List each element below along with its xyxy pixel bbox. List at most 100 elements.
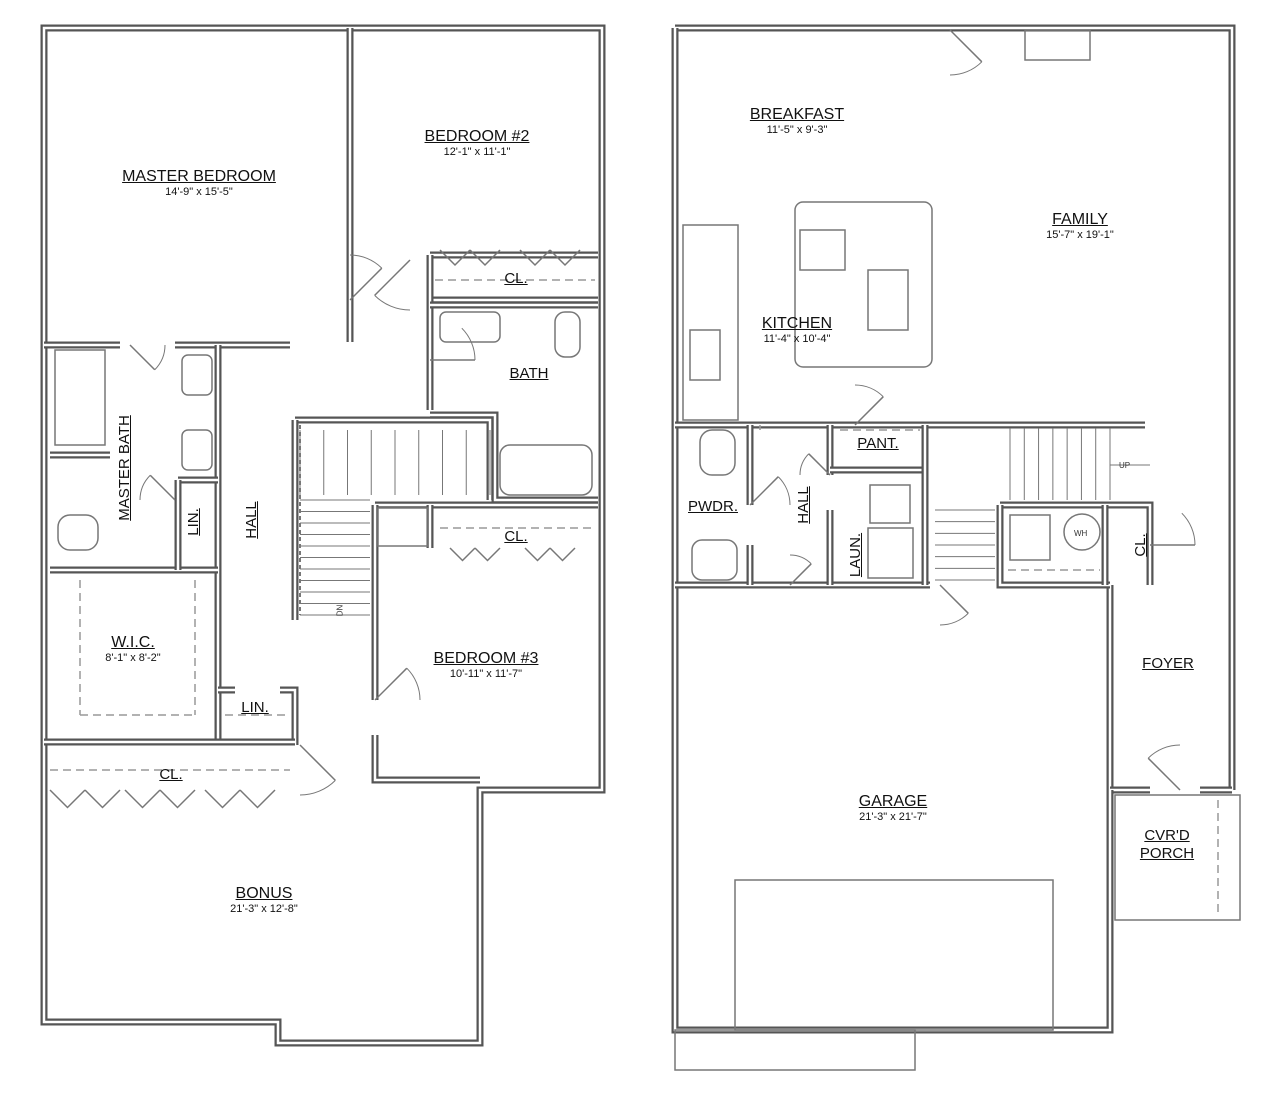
- storage-icon: [377, 507, 429, 547]
- kitchen-island: [794, 201, 933, 368]
- room-name: KITCHEN: [761, 315, 833, 332]
- room-name: MASTER BATH: [116, 415, 133, 521]
- wall-core: [430, 413, 598, 502]
- room-hall-upper: HALL: [243, 501, 261, 539]
- wall-core: [675, 26, 1234, 790]
- porch-outline: [1114, 794, 1241, 921]
- room-name: HALL: [795, 486, 812, 524]
- washer-icon: [869, 484, 911, 524]
- door-swing: [789, 554, 812, 565]
- room-foyer: FOYER: [1142, 655, 1194, 673]
- garage-door-outline: [734, 879, 1054, 1031]
- room-name: PWDR.: [688, 498, 738, 515]
- shower-icon: [54, 349, 106, 446]
- door-laundry: [808, 453, 831, 476]
- range-icon: [689, 329, 721, 381]
- room-name: FOYER: [1142, 655, 1194, 672]
- room-name: PANT.: [857, 435, 899, 452]
- wall: [1000, 501, 1154, 585]
- stair-down-label: DN: [335, 604, 345, 617]
- room-dimensions: 8'-1" x 8'-2": [105, 652, 161, 664]
- door-swing: [949, 61, 983, 76]
- room-name: CL.: [1132, 533, 1149, 557]
- door-breakfast: [949, 29, 983, 63]
- room-linen-hall: LIN.: [241, 699, 269, 717]
- door-swing: [374, 295, 411, 311]
- door-swing: [406, 667, 421, 701]
- toilet-icon: [57, 514, 99, 551]
- wall-core: [280, 688, 297, 745]
- wall-core: [373, 735, 480, 782]
- room-bath: BATH: [510, 365, 549, 383]
- water-heater-icon: [1063, 513, 1101, 551]
- room-closet-bed3: CL.: [504, 528, 527, 546]
- room-wic: W.I.C.8'-1" x 8'-2": [105, 634, 160, 664]
- door-linen: [299, 744, 336, 781]
- door-swing: [799, 453, 810, 476]
- fireplace-icon: [1024, 29, 1091, 61]
- door-bed2: [374, 259, 411, 296]
- door-pantry: [854, 396, 884, 426]
- room-dimensions: 21'-3" x 12'-8": [230, 903, 298, 915]
- room-dimensions: 12'-1" x 11'-1": [443, 146, 511, 158]
- door-swing: [299, 780, 336, 796]
- door-lin-master: [149, 474, 176, 501]
- bifold-door: [439, 249, 501, 267]
- room-powder: PWDR.: [688, 498, 738, 516]
- room-dimensions: 11'-4" x 10'-4": [763, 333, 831, 345]
- room-name: CL.: [159, 766, 183, 783]
- toilet-icon: [554, 311, 581, 358]
- door-swing: [461, 327, 476, 361]
- room-name: LIN.: [185, 508, 202, 536]
- door-hall: [789, 563, 812, 586]
- room-name: CL.: [504, 270, 528, 287]
- sink-icon: [691, 539, 738, 581]
- room-linen-master: LIN.: [185, 508, 203, 536]
- water-heater-label: WH: [1074, 529, 1088, 538]
- bifold-door: [519, 249, 581, 267]
- door-swing: [349, 254, 383, 269]
- bifold-door: [124, 789, 196, 809]
- bathtub-icon: [499, 444, 593, 496]
- room-dimensions: 21'-3" x 21'-7": [859, 811, 927, 823]
- room-closet-bed2: CL.: [504, 270, 527, 288]
- room-closet-foyer: CL.: [1132, 533, 1150, 556]
- room-name: MASTER BEDROOM: [122, 168, 276, 185]
- door-master: [349, 267, 383, 301]
- room-name: FAMILY: [1052, 211, 1108, 228]
- door-swing: [139, 474, 151, 501]
- room-closet-bonus: CL.: [159, 766, 182, 784]
- kitchen-counter: [682, 224, 739, 421]
- room-laundry: LAUN.: [847, 533, 865, 577]
- wall-core: [998, 505, 1110, 587]
- dishwasher-icon: [799, 229, 846, 271]
- room-dimensions: 10'-11" x 11'-7": [449, 668, 523, 680]
- bifold-door: [49, 789, 121, 809]
- door-swing: [1147, 744, 1181, 759]
- bifold-door: [204, 789, 276, 809]
- room-name: CL.: [504, 528, 528, 545]
- dryer-icon: [867, 527, 914, 579]
- wall: [430, 411, 598, 504]
- room-pantry: PANT.: [857, 435, 898, 453]
- door-swing: [1181, 512, 1196, 546]
- room-name: BEDROOM #2: [424, 128, 530, 145]
- room-name: BONUS: [235, 885, 293, 902]
- door-swing: [777, 476, 791, 506]
- room-name: GARAGE: [858, 793, 928, 810]
- room-name: BREAKFAST: [749, 106, 845, 123]
- wall: [675, 24, 1236, 790]
- sink-icon: [181, 354, 213, 396]
- door-swing: [939, 612, 969, 626]
- front-door: [1147, 757, 1181, 791]
- door-pwdr: [749, 476, 779, 506]
- door-swing: [154, 344, 166, 371]
- room-master-bath: MASTER BATH: [116, 415, 134, 521]
- room-name: BEDROOM #3: [433, 650, 539, 667]
